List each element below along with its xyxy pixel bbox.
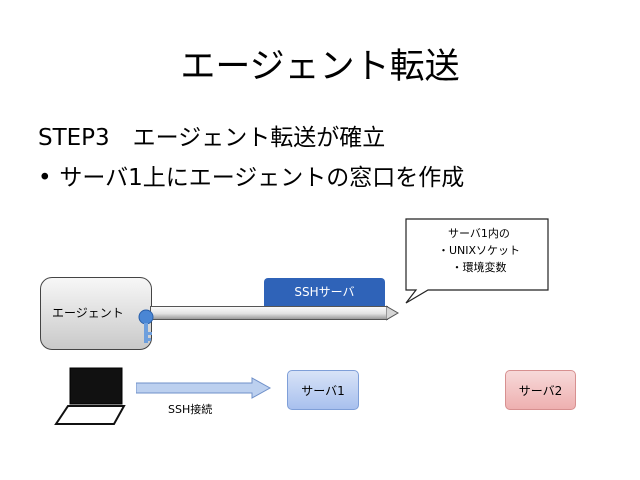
bullet-item: • サーバ1上にエージェントの窓口を作成	[38, 158, 464, 192]
bullet-text: サーバ1上にエージェントの窓口を作成	[59, 165, 465, 191]
callout-line: ・UNIXソケット	[437, 244, 521, 257]
slide-title: エージェント転送	[180, 47, 460, 87]
key-icon	[138, 309, 154, 343]
step-line: STEP3 エージェント転送が確立	[38, 125, 386, 151]
callout-text: サーバ1内の ・UNIXソケット ・環境変数	[410, 225, 548, 276]
server2-box: サーバ2	[505, 370, 576, 410]
arrow-right-icon	[136, 377, 272, 399]
laptop-icon	[54, 367, 126, 425]
agent-box	[40, 277, 152, 350]
agent-forward-pipe	[150, 306, 388, 320]
server1-box: サーバ1	[287, 370, 359, 410]
callout-bubble	[405, 218, 549, 304]
ssh-server-box: SSHサーバ	[264, 278, 385, 306]
pipe-tip	[386, 305, 399, 321]
ssh-connection-label: SSH接続	[168, 403, 213, 416]
callout-line: ・環境変数	[451, 261, 507, 274]
callout-line: サーバ1内の	[448, 227, 510, 240]
bullet-mark: •	[38, 165, 52, 191]
agent-label: エージェント	[52, 306, 124, 320]
